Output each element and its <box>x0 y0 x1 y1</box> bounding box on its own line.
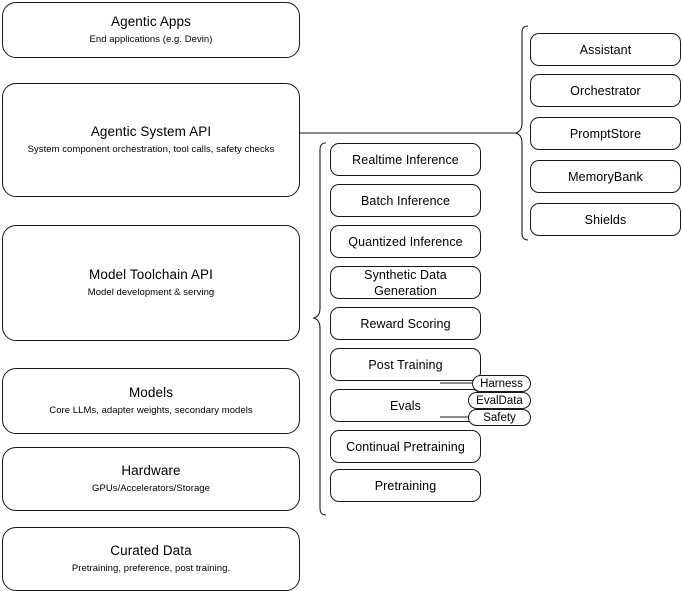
eval-subcomponent-harness[interactable]: Harness <box>472 375 531 392</box>
eval-subcomponent-label: Harness <box>480 377 523 390</box>
stack-layer-title: Agentic System API <box>90 124 212 139</box>
capability-batch-inference[interactable]: Batch Inference <box>330 184 481 217</box>
eval-subcomponent-evaldata[interactable]: EvalData <box>468 392 531 409</box>
capability-realtime-inference[interactable]: Realtime Inference <box>330 143 481 176</box>
capability-label: Evals <box>389 398 422 413</box>
stack-layer-description: System component orchestration, tool cal… <box>27 144 275 155</box>
system-component-orchestrator[interactable]: Orchestrator <box>530 74 681 107</box>
system-component-label: Orchestrator <box>570 83 641 98</box>
stack-layer-description: GPUs/Accelerators/Storage <box>92 483 210 494</box>
capability-label: Synthetic Data Generation <box>364 267 447 298</box>
stack-layer-title: Model Toolchain API <box>89 267 213 282</box>
system-component-label: MemoryBank <box>568 169 643 184</box>
stack-layer-agentic-apps[interactable]: Agentic Apps End applications (e.g. Devi… <box>2 2 300 58</box>
capability-label: Reward Scoring <box>360 316 451 331</box>
capability-label: Post Training <box>368 357 443 372</box>
capability-label: Realtime Inference <box>352 152 459 167</box>
stack-layer-description: Pretraining, preference, post training. <box>71 563 231 574</box>
capability-post-training[interactable]: Post Training <box>330 348 481 381</box>
capability-synthetic-data-generation[interactable]: Synthetic Data Generation <box>330 266 481 299</box>
stack-layer-description: Core LLMs, adapter weights, secondary mo… <box>49 405 253 416</box>
stack-layer-model-toolchain-api[interactable]: Model Toolchain API Model development & … <box>2 225 300 341</box>
stack-layer-title: Agentic Apps <box>110 14 191 29</box>
eval-subcomponent-label: EvalData <box>476 394 523 407</box>
stack-layer-description: End applications (e.g. Devin) <box>89 34 213 45</box>
stack-layer-hardware[interactable]: Hardware GPUs/Accelerators/Storage <box>2 447 300 511</box>
system-component-shields[interactable]: Shields <box>530 203 681 236</box>
capability-continual-pretraining[interactable]: Continual Pretraining <box>330 430 481 463</box>
system-component-promptstore[interactable]: PromptStore <box>530 117 681 150</box>
system-component-label: Assistant <box>579 42 632 57</box>
capability-evals[interactable]: Evals <box>330 389 481 422</box>
eval-subcomponent-safety[interactable]: Safety <box>468 409 531 426</box>
system-component-label: PromptStore <box>569 126 642 141</box>
eval-subcomponent-label: Safety <box>483 411 516 424</box>
system-component-memorybank[interactable]: MemoryBank <box>530 160 681 193</box>
stack-layer-title: Hardware <box>121 463 181 478</box>
brace-toolchain-capabilities <box>312 142 327 516</box>
system-component-label: Shields <box>584 212 627 227</box>
stack-layer-title: Models <box>128 385 174 400</box>
stack-layer-agentic-system-api[interactable]: Agentic System API System component orch… <box>2 83 300 197</box>
stack-layer-title: Curated Data <box>110 543 192 558</box>
capability-reward-scoring[interactable]: Reward Scoring <box>330 307 481 340</box>
capability-pretraining[interactable]: Pretraining <box>330 469 481 502</box>
capability-quantized-inference[interactable]: Quantized Inference <box>330 225 481 258</box>
brace-system-components <box>514 25 529 241</box>
capability-label: Pretraining <box>374 478 437 493</box>
stack-layer-description: Model development & serving <box>87 287 215 298</box>
stack-layer-models[interactable]: Models Core LLMs, adapter weights, secon… <box>2 368 300 434</box>
stack-layer-curated-data[interactable]: Curated Data Pretraining, preference, po… <box>2 527 300 591</box>
system-component-assistant[interactable]: Assistant <box>530 33 681 66</box>
capability-label: Quantized Inference <box>348 234 463 249</box>
capability-label: Continual Pretraining <box>346 439 465 454</box>
capability-label: Batch Inference <box>360 193 451 208</box>
